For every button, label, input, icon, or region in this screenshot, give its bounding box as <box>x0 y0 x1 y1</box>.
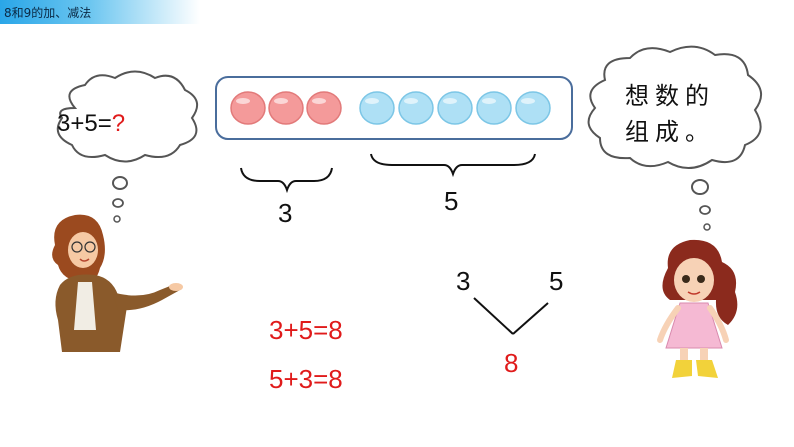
decomp-left-number: 3 <box>456 266 471 296</box>
blue-counter <box>476 91 512 125</box>
right-bubble-line-2: 组成。 <box>625 118 715 146</box>
red-counter <box>268 91 304 125</box>
right-bubble-line-1: 想数的 <box>625 82 715 110</box>
bubble-expression: 3+5= <box>57 110 112 137</box>
blue-counter-highlight <box>521 98 535 104</box>
red-counter-highlight <box>312 98 326 104</box>
question-mark: ? <box>111 110 126 137</box>
red-counter <box>306 91 342 125</box>
right-thought-cloud <box>587 45 763 231</box>
page-title: 8和9的加、减法 <box>4 6 92 20</box>
red-counter-highlight <box>274 98 288 104</box>
blue-counter <box>398 91 434 125</box>
counters-group <box>230 91 551 125</box>
blue-counter-highlight <box>482 98 496 104</box>
right-group-label: 5 <box>444 186 459 216</box>
left-bubble-text: 3+5=? <box>57 110 125 138</box>
teacher-figure <box>52 214 183 352</box>
left-group-label: 3 <box>278 198 293 228</box>
blue-counter-highlight <box>404 98 418 104</box>
left-thought-cloud <box>56 70 199 223</box>
equation-1: 3+5=8 <box>269 315 343 345</box>
decomp-total-number: 8 <box>504 348 519 378</box>
red-counter <box>230 91 266 125</box>
equation-2: 5+3=8 <box>269 364 343 394</box>
decomp-right-number: 5 <box>549 266 564 296</box>
right-bubble-text: 想数的 组成。 <box>625 78 743 150</box>
blue-counter-highlight <box>365 98 379 104</box>
decomp-line-left <box>473 297 514 335</box>
decomp-line-right <box>512 302 549 335</box>
girl-figure <box>657 239 738 378</box>
blue-counter <box>359 91 395 125</box>
right-group-brace <box>370 153 536 178</box>
blue-counter-highlight <box>443 98 457 104</box>
left-group-brace <box>240 167 333 194</box>
blue-counter <box>437 91 473 125</box>
blue-counter <box>515 91 551 125</box>
red-counter-highlight <box>236 98 250 104</box>
title-bar <box>0 0 200 24</box>
